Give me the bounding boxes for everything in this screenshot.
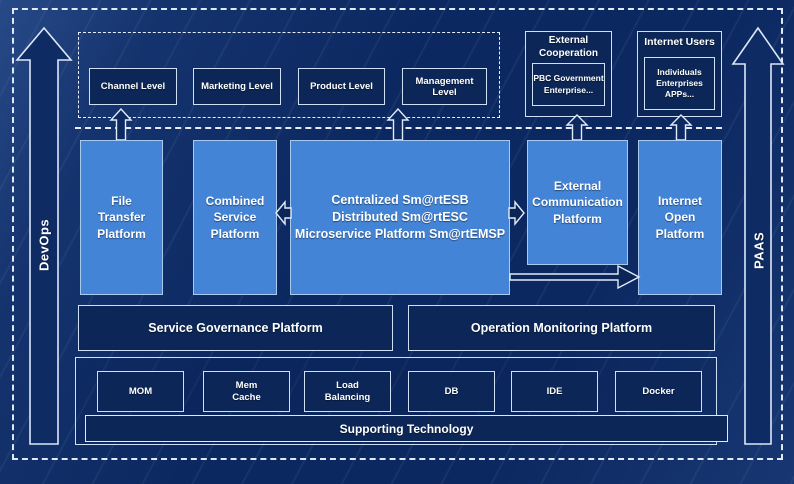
devops-arrow-icon — [15, 26, 73, 445]
level-label: Marketing Level — [201, 81, 273, 92]
external-cooperation-content: PBC Government Enterprise... — [532, 63, 605, 106]
level-label: Channel Level — [100, 81, 166, 92]
flow-arrow-up-central — [386, 108, 410, 141]
operation-monitoring-platform-box: Operation Monitoring Platform — [408, 305, 715, 351]
tech-box-docker: Docker — [615, 371, 702, 412]
tech-box-ide: IDE — [511, 371, 598, 412]
platform-internet-open: Internet Open Platform — [638, 140, 722, 295]
level-box-product: Product Level — [298, 68, 385, 105]
levels-dashed-container — [78, 32, 500, 118]
service-governance-platform-box: Service Governance Platform — [78, 305, 393, 351]
platform-central-esb: Centralized Sm@rtESB Distributed Sm@rtES… — [290, 140, 510, 295]
internet-users-content: Individuals Enterprises APPs... — [644, 57, 715, 110]
internet-users-box: Internet Users Individuals Enterprises A… — [637, 31, 722, 117]
platform-combined-service: Combined Service Platform — [193, 140, 277, 295]
tech-box-db: DB — [408, 371, 495, 412]
arrow-right-icon — [508, 200, 525, 226]
supporting-technology-bar: Supporting Technology — [85, 415, 728, 442]
arrow-left-icon — [275, 200, 292, 226]
tech-box-load-balancing: Load Balancing — [304, 371, 391, 412]
flow-arrow-up-internet-open — [669, 114, 693, 141]
level-label: Management Level — [415, 75, 474, 98]
platform-external-communication: External Communication Platform — [527, 140, 628, 265]
arrow-right-long-icon — [509, 264, 641, 290]
tech-box-mom: MOM — [97, 371, 184, 412]
tech-box-mem-cache: Mem Cache — [203, 371, 290, 412]
devops-label: DevOps — [36, 218, 52, 272]
outer-dashed-frame — [12, 8, 783, 460]
paas-arrow-icon — [731, 26, 785, 445]
level-label: Product Level — [310, 81, 373, 92]
platform-file-transfer: File Transfer Platform — [80, 140, 163, 295]
level-box-marketing: Marketing Level — [193, 68, 281, 105]
external-cooperation-title: External Cooperation — [539, 35, 598, 59]
flow-arrow-up-external-communication — [565, 114, 589, 141]
paas-label: PAAS — [751, 231, 767, 269]
internet-users-title: Internet Users — [644, 36, 715, 48]
flow-arrow-up-file-transfer — [109, 108, 133, 141]
external-cooperation-box: External Cooperation PBC Government Ente… — [525, 31, 612, 117]
level-box-management: Management Level — [402, 68, 487, 105]
level-box-channel: Channel Level — [89, 68, 177, 105]
